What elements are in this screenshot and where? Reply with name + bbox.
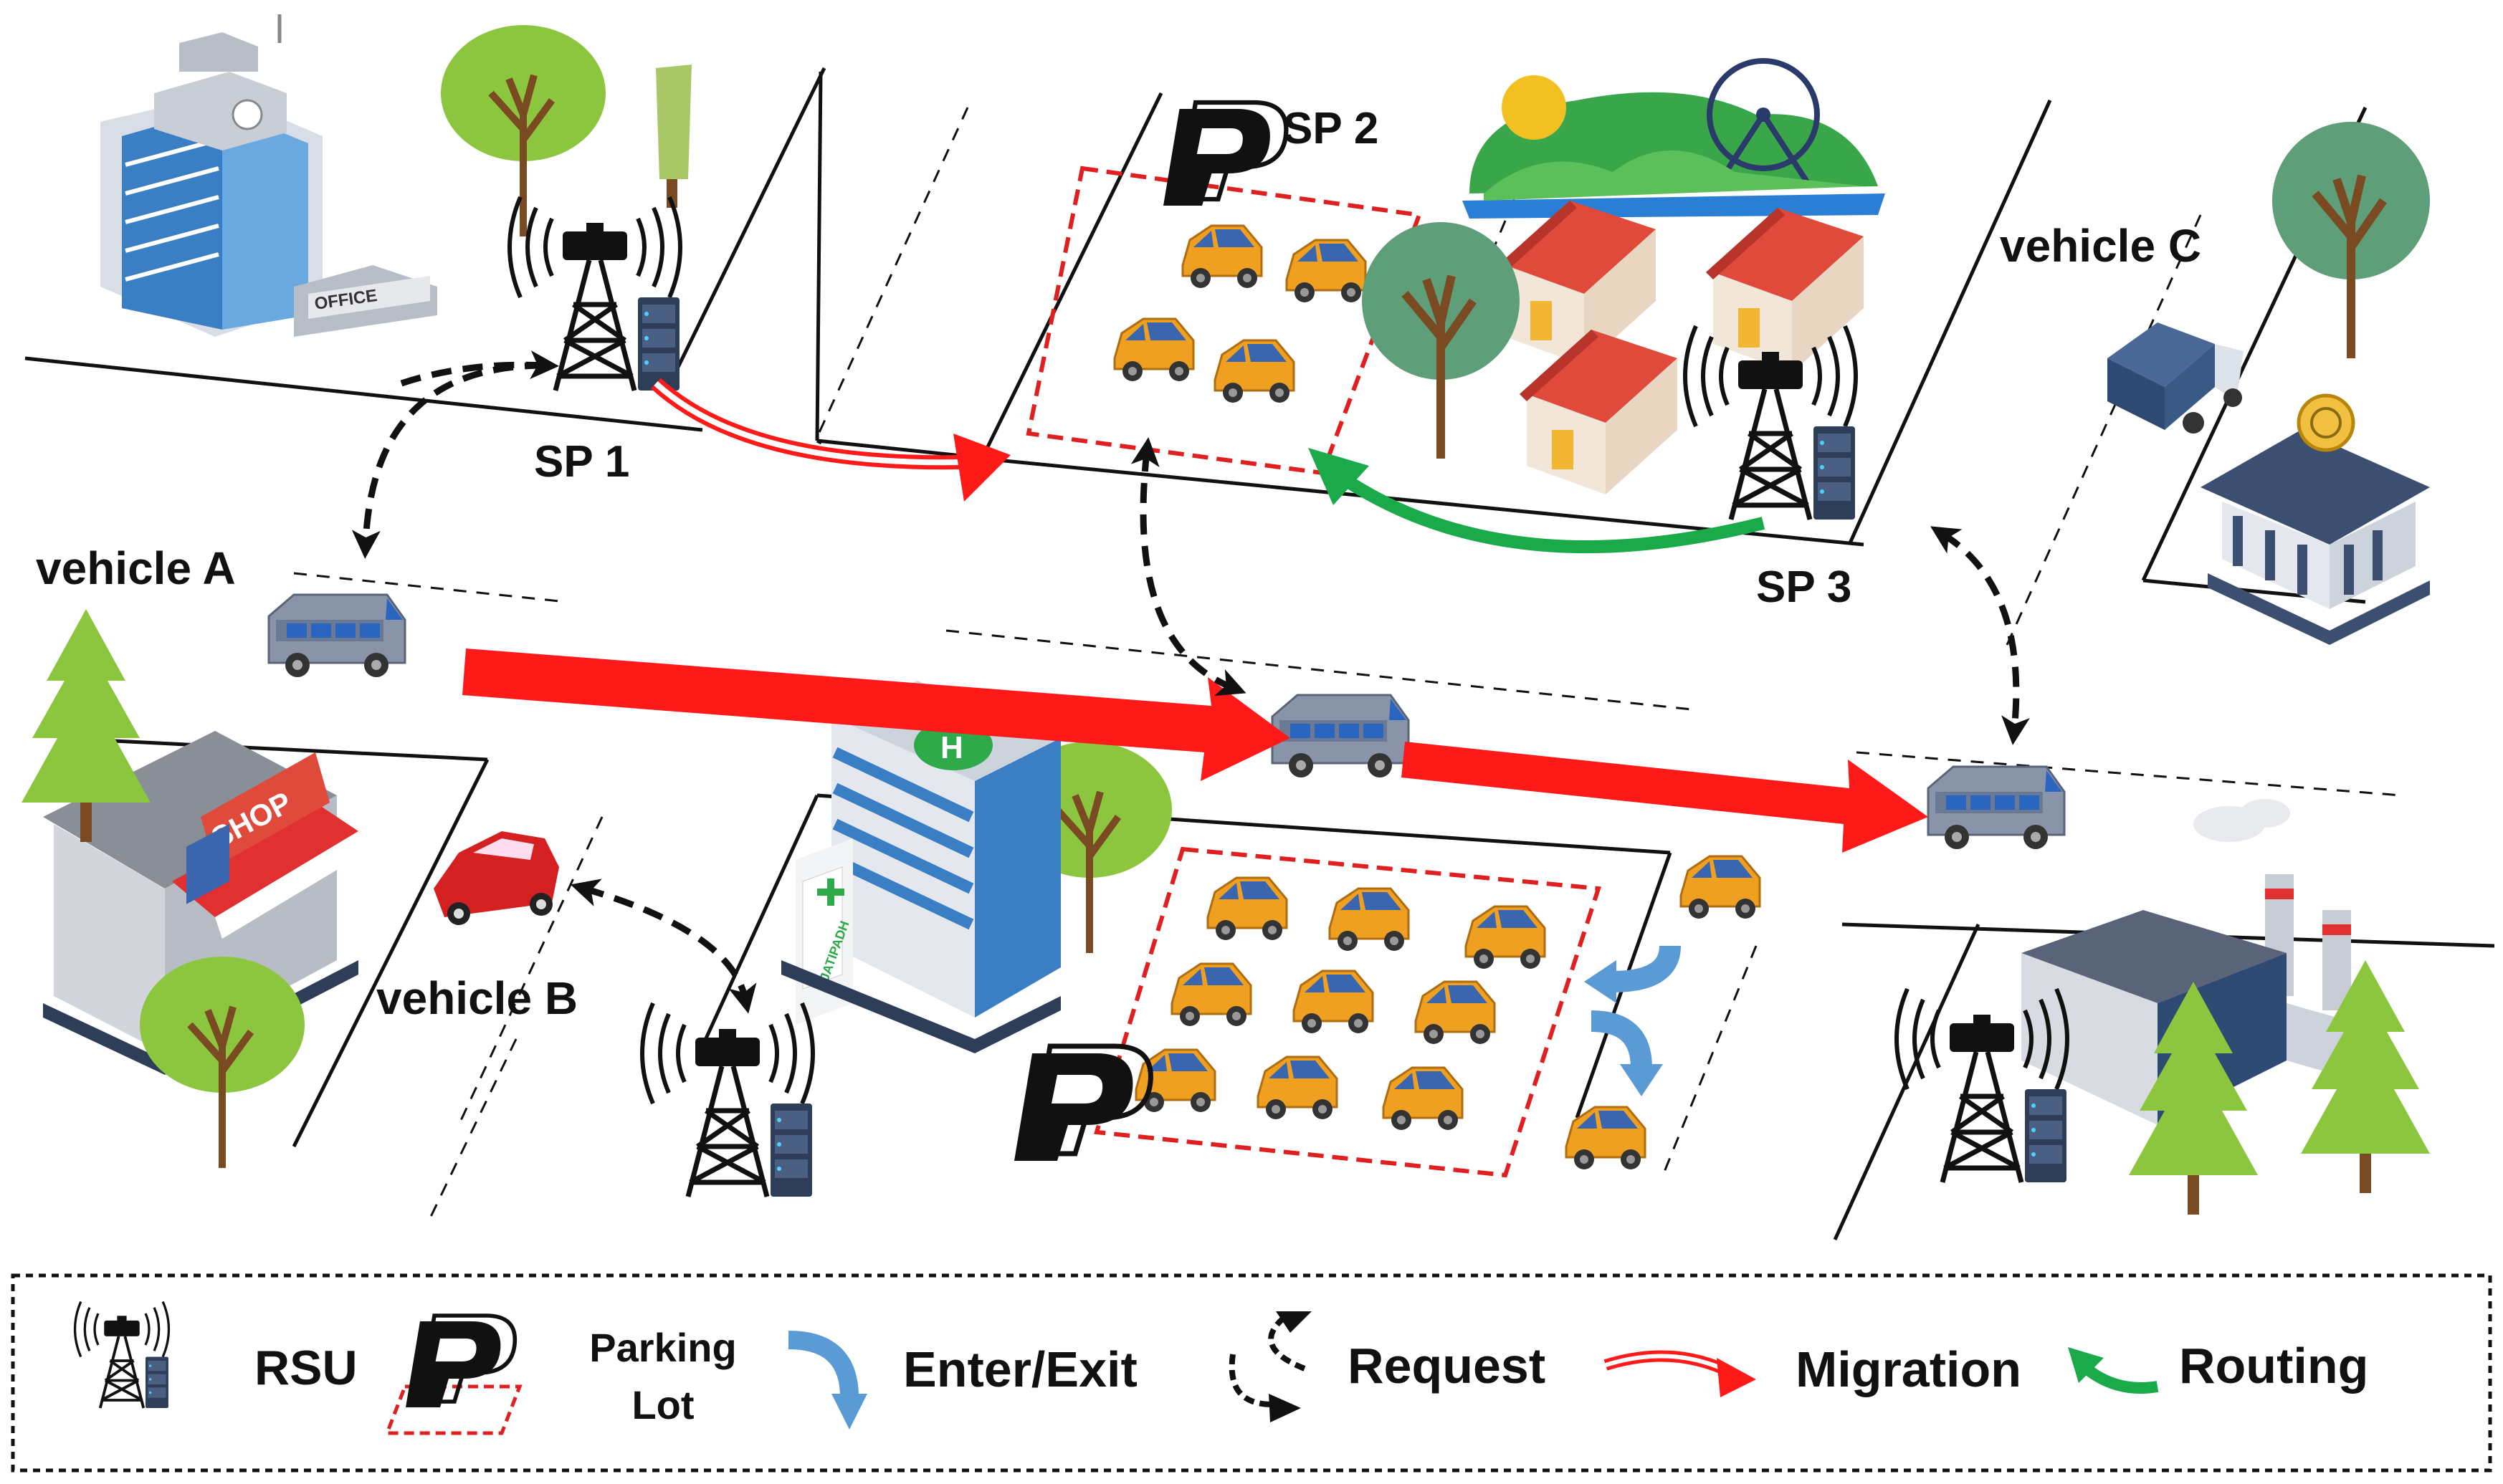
- legend-enter-exit-icon: [788, 1331, 867, 1430]
- taxi-icon: [1464, 905, 1546, 970]
- taxi-icon: [1328, 887, 1410, 952]
- legend: RSU Parking Lot Enter/Exit Request Migra…: [11, 1273, 2492, 1473]
- legend-migration-label: Migration: [1796, 1341, 2021, 1397]
- parking-p-icon: [1014, 1046, 1150, 1161]
- taxi-icon: [1679, 855, 1761, 920]
- legend-request-icon: [1229, 1311, 1312, 1422]
- taxi-icon: [1171, 962, 1252, 1028]
- van-icon-vehicle-a: [267, 593, 406, 679]
- legend-routing-icon: [2068, 1347, 2159, 1394]
- enter-exit-arrow: [1584, 960, 1616, 1003]
- request-arrows: [351, 350, 2030, 1014]
- tree-icon: [656, 64, 692, 208]
- tree-icon: [441, 25, 606, 236]
- park-scene-icon: [1462, 58, 1885, 219]
- legend-enter-exit-label: Enter/Exit: [903, 1341, 1138, 1397]
- rsu-tower-icon: [510, 197, 680, 391]
- taxi-icon: [1292, 970, 1374, 1035]
- legend-request-label: Request: [1348, 1338, 1545, 1394]
- helipad-h: H: [940, 730, 963, 765]
- tree-icon: [140, 957, 305, 1168]
- red-car-icon: [434, 831, 559, 925]
- label-sp3: SP 3: [1756, 563, 1851, 612]
- legend-parking-label-1: Parking: [589, 1325, 736, 1370]
- legend-parking-label-2: Lot: [631, 1382, 694, 1427]
- taxi-icon: [1214, 339, 1295, 404]
- taxi-icon: [1285, 239, 1367, 304]
- van-icon-vehicle-a-mid: [1271, 694, 1410, 779]
- taxi-icon: [1257, 1055, 1338, 1121]
- taxi-icon: [1382, 1066, 1464, 1131]
- rsu-tower-icon: [642, 1003, 813, 1197]
- tree-icon: [2301, 960, 2430, 1193]
- legend-migration-icon: [1603, 1350, 1756, 1397]
- tree-icon: [2272, 122, 2430, 358]
- label-vehicle-c: vehicle C: [2000, 220, 2201, 272]
- enter-exit-arrow: [1620, 1064, 1663, 1096]
- bank-icon: [2201, 393, 2430, 645]
- migration-arrow-2: [1401, 742, 1928, 853]
- label-vehicle-a: vehicle A: [36, 542, 236, 594]
- house-icon: [1498, 201, 1656, 365]
- house-icon: [1706, 208, 1864, 373]
- taxi-icon: [1206, 876, 1288, 942]
- label-vehicle-b: vehicle B: [376, 972, 578, 1024]
- tree-icon: [1362, 222, 1520, 459]
- house-icon: [1520, 330, 1677, 494]
- office-building-icon: OFFICE: [100, 14, 437, 337]
- parking-lot-sp2: [1026, 102, 1423, 476]
- taxi-icon: [1113, 317, 1195, 383]
- truck-icon: [2107, 322, 2244, 434]
- rsu-tower-icon: [1685, 326, 1856, 520]
- factory-icon: [2021, 799, 2387, 1125]
- parking-lot-center: [1014, 846, 1761, 1178]
- taxi-icon: [1181, 224, 1263, 289]
- migration-arrow-1: [462, 648, 1290, 781]
- taxi-icon: [1414, 980, 1496, 1045]
- label-sp2: SP 2: [1283, 104, 1378, 153]
- legend-routing-label: Routing: [2179, 1338, 2368, 1394]
- migration-path-sp1-sp2: [651, 378, 1011, 502]
- legend-rsu-label: RSU: [254, 1341, 358, 1395]
- routing-arrow: [1308, 448, 1765, 553]
- label-sp1: SP 1: [534, 437, 629, 487]
- road-dashes: [293, 107, 2402, 1219]
- legend-parking-icon: [384, 1316, 523, 1435]
- parking-p-icon: [1163, 102, 1286, 206]
- van-icon-vehicle-a-end: [1927, 765, 2066, 851]
